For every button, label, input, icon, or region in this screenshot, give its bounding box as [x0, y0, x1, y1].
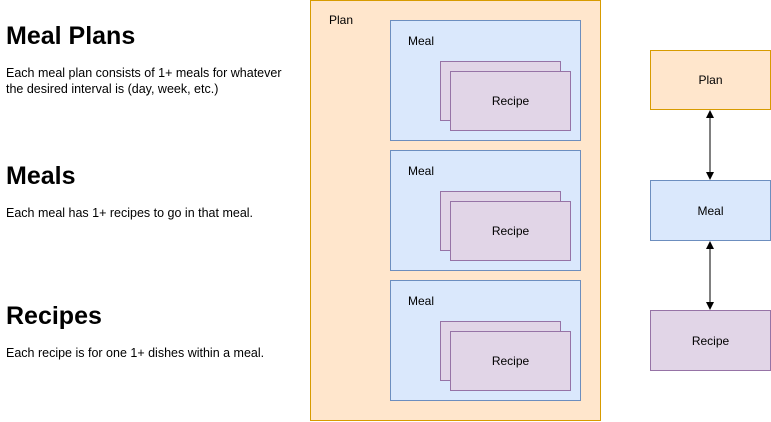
recipe-box[interactable]: Recipe: [450, 331, 571, 391]
recipe-label: Recipe: [491, 354, 530, 368]
hierarchy-recipe-box[interactable]: Recipe: [650, 310, 771, 371]
recipe-label: Recipe: [491, 94, 530, 108]
meal-container[interactable]: Meal Recipe: [390, 150, 581, 271]
meal-label: Meal: [408, 164, 435, 178]
section-title: Meals: [6, 162, 76, 190]
recipe-box[interactable]: Recipe: [450, 201, 571, 261]
section-description: Each recipe is for one 1+ dishes within …: [6, 346, 265, 360]
section-description: Each meal has 1+ recipes to go in that m…: [6, 206, 254, 220]
recipe-box[interactable]: Recipe: [450, 71, 571, 131]
plan-container[interactable]: Plan Meal Recipe Meal Recipe Meal Recipe: [310, 0, 601, 421]
recipe-label: Recipe: [491, 224, 530, 238]
hierarchy-plan-box[interactable]: Plan: [650, 50, 771, 110]
meal-label: Meal: [408, 294, 435, 308]
section-description: Each meal plan consists of 1+ meals for …: [6, 66, 282, 96]
section-title: Recipes: [6, 302, 102, 330]
hierarchy-meal-box[interactable]: Meal: [650, 180, 771, 241]
plan-label: Plan: [329, 13, 354, 27]
meal-container[interactable]: Meal Recipe: [390, 280, 581, 401]
meal-container[interactable]: Meal Recipe: [390, 20, 581, 141]
hierarchy-meal-label: Meal: [697, 203, 724, 218]
meal-label: Meal: [408, 34, 435, 48]
hierarchy-plan-label: Plan: [698, 73, 723, 87]
section-title: Meal Plans: [6, 22, 136, 50]
hierarchy-recipe-label: Recipe: [691, 333, 730, 348]
